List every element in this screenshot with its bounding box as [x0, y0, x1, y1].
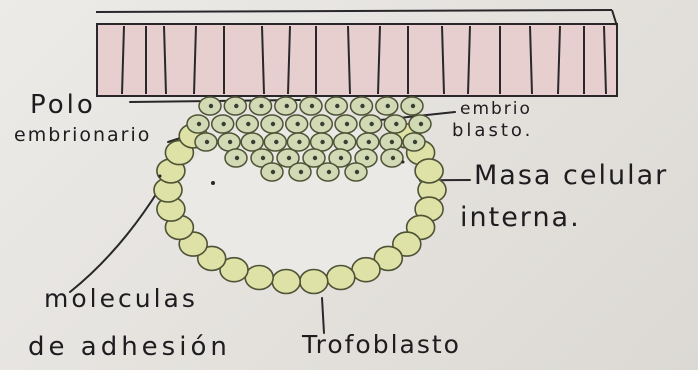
label-masa-celular: Masa celular [474, 162, 668, 189]
embryoblast-cell [264, 133, 286, 151]
leader-trofoblasto [322, 298, 324, 333]
embryoblast-cell [381, 149, 403, 167]
trophoblast-cell [352, 258, 380, 282]
embryoblast-cell [224, 97, 246, 115]
embryoblast-cell [317, 163, 339, 181]
embryoblast-cell [376, 97, 398, 115]
embryoblast-cell [289, 163, 311, 181]
embryoblast-cell [310, 115, 332, 133]
embryoblast-cell [225, 149, 247, 167]
trophoblast-cell [245, 266, 273, 290]
label-interna: interna. [460, 204, 581, 231]
embryoblast-cell [250, 97, 272, 115]
embryoblast-cell [334, 133, 356, 151]
uterine-wall [96, 10, 617, 96]
embryoblast-cell [335, 115, 357, 133]
embryoblast-cell [261, 115, 283, 133]
embryoblast-cell [384, 115, 406, 133]
embryoblast-cell [360, 115, 382, 133]
embryoblast-cell [199, 97, 221, 115]
trophoblast-cell [415, 159, 443, 183]
leader-moleculas [70, 188, 160, 292]
label-embrio: embrio [460, 101, 532, 118]
embryoblast-cell [357, 133, 379, 151]
embryoblast-cell [212, 115, 234, 133]
embryoblast-cell [187, 115, 209, 133]
embryoblast-cell [351, 97, 373, 115]
embryoblast-cell [345, 163, 367, 181]
trophoblast-cell [327, 266, 355, 290]
label-trofoblasto: Trofoblasto [302, 332, 461, 357]
label-de-adhesion: de adhesión [28, 334, 231, 360]
trophoblast-cell [300, 270, 328, 294]
label-polo: Polo [30, 92, 96, 118]
embryoblast-cell [241, 133, 263, 151]
embryoblast-cell [287, 133, 309, 151]
embryoblast-cell [236, 115, 258, 133]
embryoblast-cell [261, 163, 283, 181]
embryoblast-cell [300, 97, 322, 115]
embryoblast-cell [409, 115, 431, 133]
trophoblast-cell [272, 270, 300, 294]
embryoblast-cell [401, 97, 423, 115]
embryoblast-cell [275, 97, 297, 115]
label-moleculas: moleculas [44, 286, 198, 311]
embryoblast-cell [403, 133, 425, 151]
embryoblast-cell [286, 115, 308, 133]
embryoblast-cell [325, 97, 347, 115]
label-blasto: blasto. [452, 122, 533, 140]
label-embrionario: embrionario [14, 126, 151, 145]
embryoblast-cell [195, 133, 217, 151]
